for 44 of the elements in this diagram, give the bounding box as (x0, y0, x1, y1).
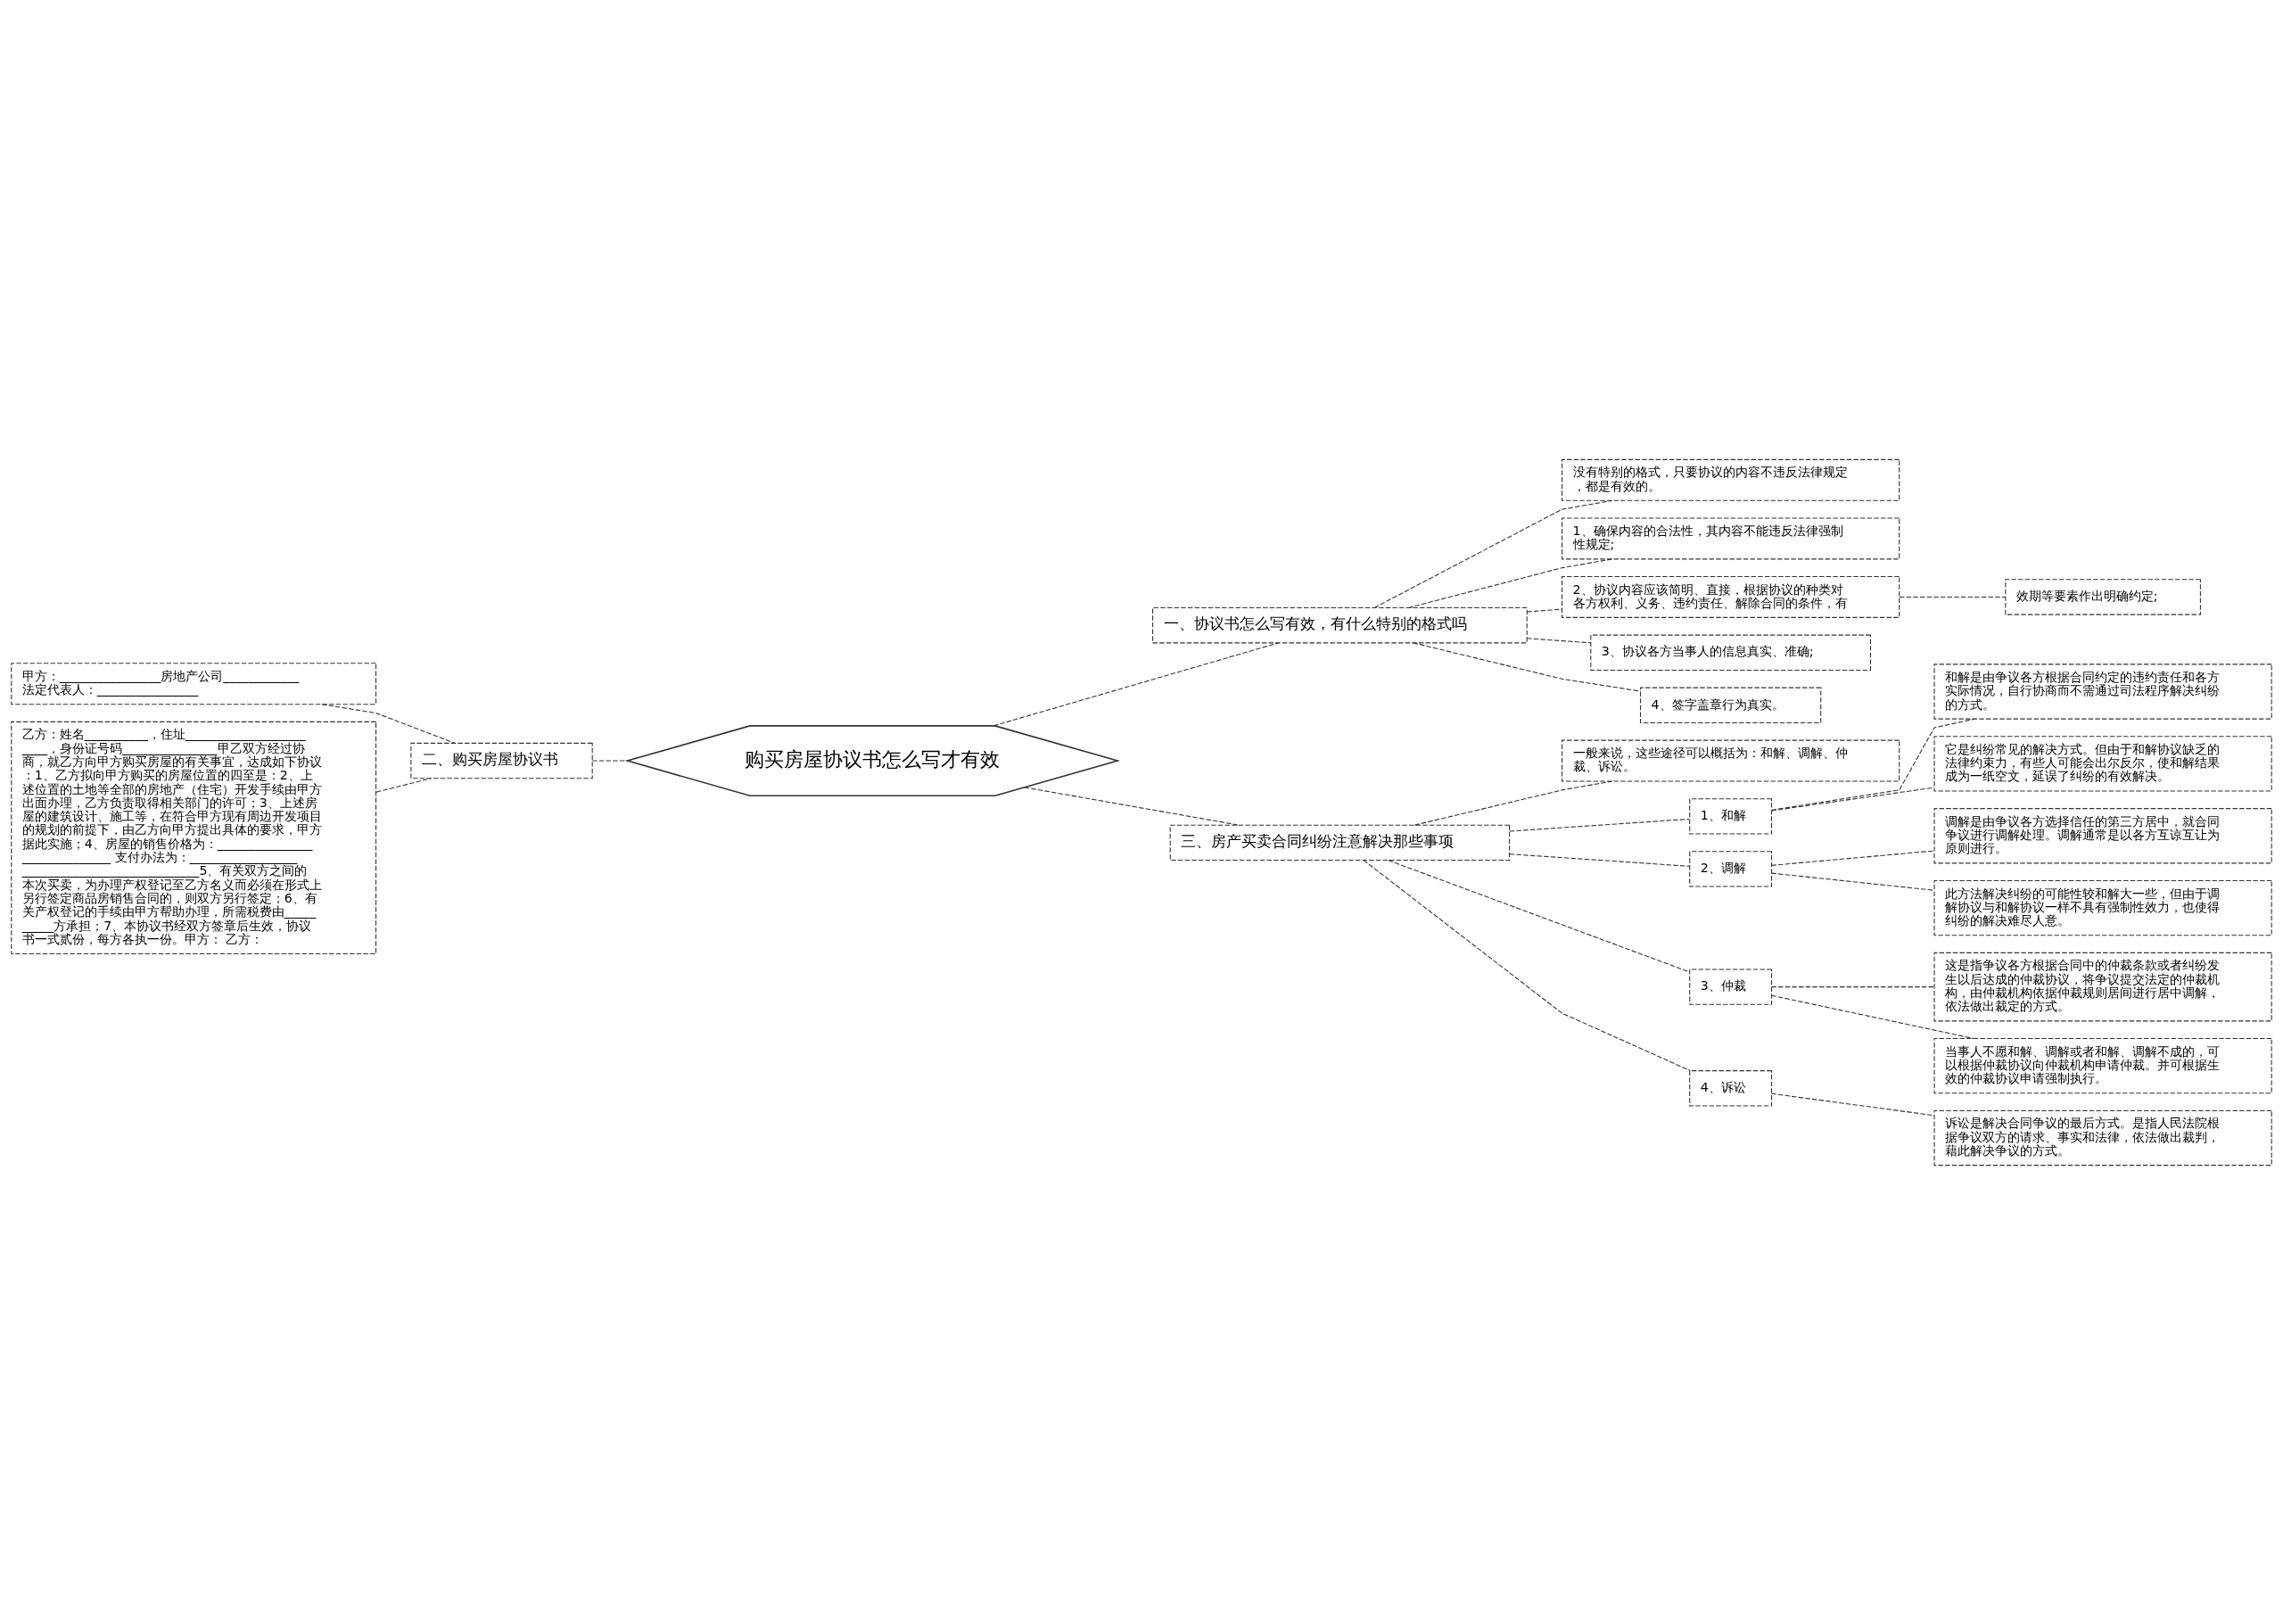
node-box: 效期等要素作出明确约定; (2005, 578, 2201, 615)
node-box: 2、协议内容应该简明、直接，根据协议的种类对各方权利、义务、违约责任、解除合同的条件，有 (1562, 575, 1900, 618)
node-box: 一般来说，这些途径可以概括为：和解、调解、仲裁、诉讼。 (1562, 739, 1900, 782)
node-box: 诉讼是解决合同争议的最后方式。是指人民法院根据争议双方的请求、事实和法律，依法做出裁判，藉此解决争议的方式。 (1933, 1109, 2272, 1166)
connector (1771, 850, 1935, 866)
connector (1388, 859, 1691, 972)
node-box: 一、协议书怎么写有效，有什么特别的格式吗 (1152, 606, 1528, 643)
connector (591, 760, 628, 762)
node-box: 当事人不愿和解、调解或者和解、调解不成的，可以根据仲裁协议向仲裁机构申请仲裁。并可根据生效的仲裁协议申请强制执行。 (1933, 1037, 2272, 1093)
connector (1509, 853, 1690, 867)
node-box: 和解是由争议各方根据合同约定的违约责任和各方实际情况，自行协商而不需通过司法程序解决纠纷的方式。 (1933, 663, 2272, 720)
connector (1771, 985, 1935, 987)
node-box: 3、协议各方当事人的信息真实、准确; (1590, 634, 1871, 671)
node-box: 二、购买房屋协议书 (410, 742, 593, 779)
node-box: 1、确保内容的合法性，其内容不能违反法律强制性规定; (1562, 516, 1900, 559)
connector (1526, 608, 1562, 613)
node-box: 4、签字盖章行为真实。 (1640, 687, 1822, 723)
node-box: 三、房产买卖合同纠纷注意解决那些事项 (1169, 824, 1511, 861)
node-box: 4、诉讼 (1689, 1069, 1773, 1106)
connector (1413, 641, 1642, 692)
node-box: 此方法解决纠纷的可能性较和解大一些，但由于调解协议与和解协议一样不具有强制性效力，也使得纠纷的解决难尽人意。 (1933, 879, 2272, 936)
connector (1771, 787, 1935, 812)
node-box: 这是指争议各方根据合同中的仲裁条款或者纠纷发生以后达成的仲裁协议，将争议提交法定的仲裁机构，由仲裁机构依据仲裁规则居间进行居中调解，依法做出裁定的方式。 (1933, 952, 2272, 1021)
connector (1771, 1092, 1935, 1116)
connector (1363, 859, 1692, 1071)
node-box: 调解是由争议各方选择信任的第三方居中，就合同争议进行调解处理。调解通常是以各方互谅互让为原则进行。 (1933, 807, 2272, 863)
node-box: 乙方：姓名__________，住址_______________________，身份证号码_______________甲乙双方经过协商，就乙方向甲方购买房屋的有关事宜，达成如下协议：1、乙方拟向甲方购买的房屋位置的四至是：2、上述位置的土地等全部的房地产（住宅）开发手续由甲方出面办理，乙方负责取得相关部门的许可；3、上述房屋的建筑设计、施工等，在符合甲方现有周边开发项目的规划的前提下，由乙方向甲方提出具体的要求，甲方据此实施；4、房屋的销售价格为：_____________________________ 支付办法为：_____________________________________________5、有关双方之间的本次买卖，为办理产权登记至乙方名义而必须在形式上另行签定商品房销售合同的，则双方另行签定；6、有关产权登记的手续由甲方帮助办理，所需税费由__________方承担；7、本协议书经双方签章后生效，协议书一式贰份，每方各执一份。甲方： 乙方： (11, 721, 377, 954)
connector (1771, 872, 1935, 891)
connector (1526, 637, 1592, 643)
connector (375, 777, 432, 793)
connector (1509, 818, 1690, 832)
connector (321, 703, 456, 744)
node-box: 没有特别的格式，只要协议的内容不违反法律规定，都是有效的。 (1562, 458, 1900, 501)
connector (993, 641, 1280, 726)
connector (1771, 994, 1974, 1039)
node-box: 1、和解 (1689, 797, 1773, 835)
node-box: 甲方：________________房地产公司____________法定代表人：________________ (11, 662, 377, 705)
node-box: 3、仲裁 (1689, 968, 1773, 1005)
connector (1024, 786, 1240, 826)
node-box: 2、调解 (1689, 850, 1773, 887)
connector (1373, 499, 1612, 608)
node-box: 它是纠纷常见的解决方式。但由于和解协议缺乏的法律约束力，有些人可能会出尔反尔，使和解结果成为一纸空文，延误了纠纷的有效解决。 (1933, 735, 2272, 791)
connector (1899, 596, 2007, 598)
connector (1413, 780, 1612, 826)
